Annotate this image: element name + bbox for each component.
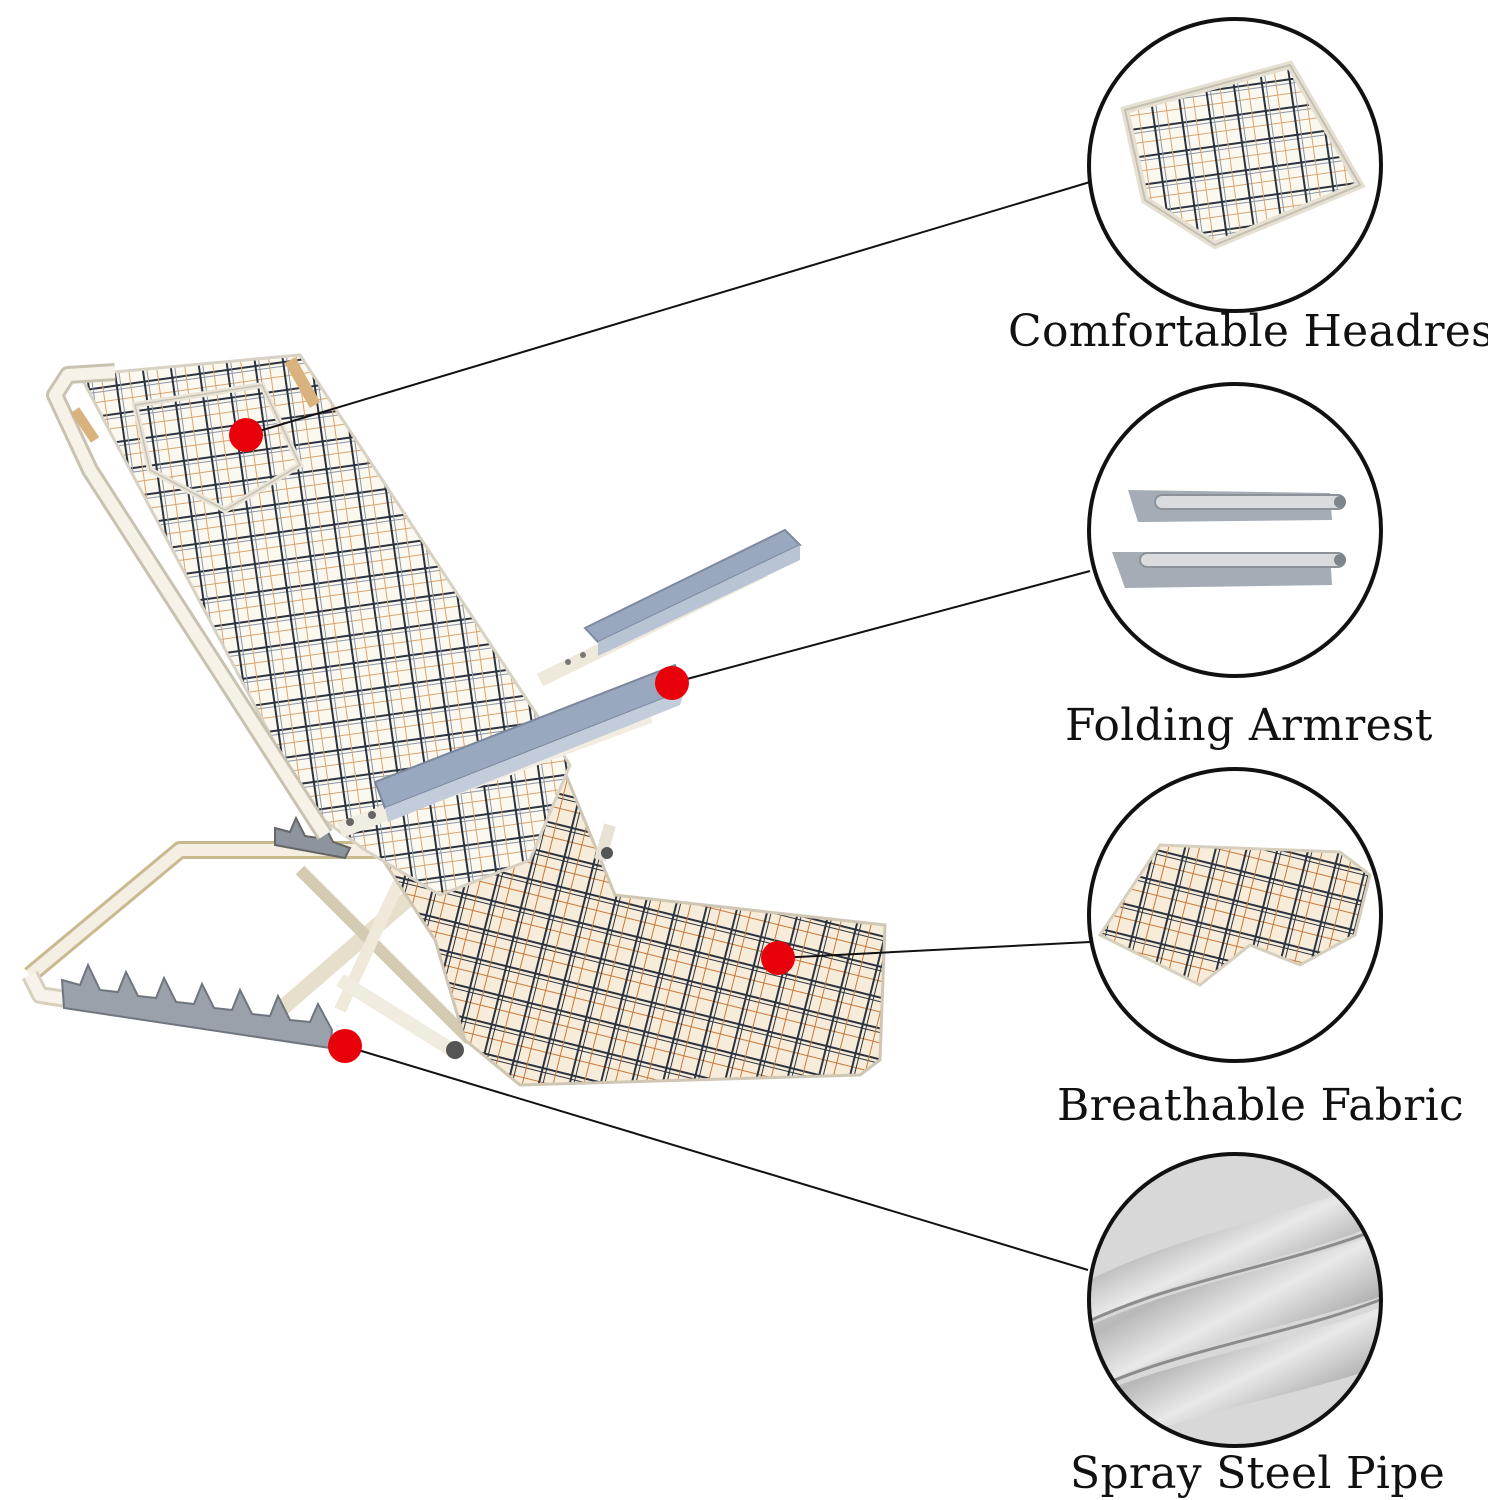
fabric-marker xyxy=(761,941,795,975)
front-armrest xyxy=(337,663,687,838)
steel-pipe-icon xyxy=(1087,1152,1383,1448)
headrest-marker xyxy=(229,418,263,452)
leader-lines xyxy=(245,181,1091,1271)
pipe-marker xyxy=(328,1029,362,1063)
plaid-fabric-icon xyxy=(1087,767,1383,1063)
backrest-frame xyxy=(46,357,333,840)
fabric-caption: Breathable Fabric xyxy=(1057,1080,1464,1131)
headrest-pillow xyxy=(131,381,304,514)
rear-armrest xyxy=(536,528,802,862)
pipe-caption: Spray Steel Pipe xyxy=(1070,1448,1446,1499)
armrest-pads-icon xyxy=(1087,382,1383,678)
headrest-pillow-icon xyxy=(1087,17,1383,313)
armrest-marker xyxy=(655,666,689,700)
armrest-caption: Folding Armrest xyxy=(1065,700,1433,751)
headrest-caption: Comfortable Headrest xyxy=(1008,306,1488,357)
ratchet-bar xyxy=(60,815,352,1050)
feature-markers xyxy=(229,418,795,1063)
